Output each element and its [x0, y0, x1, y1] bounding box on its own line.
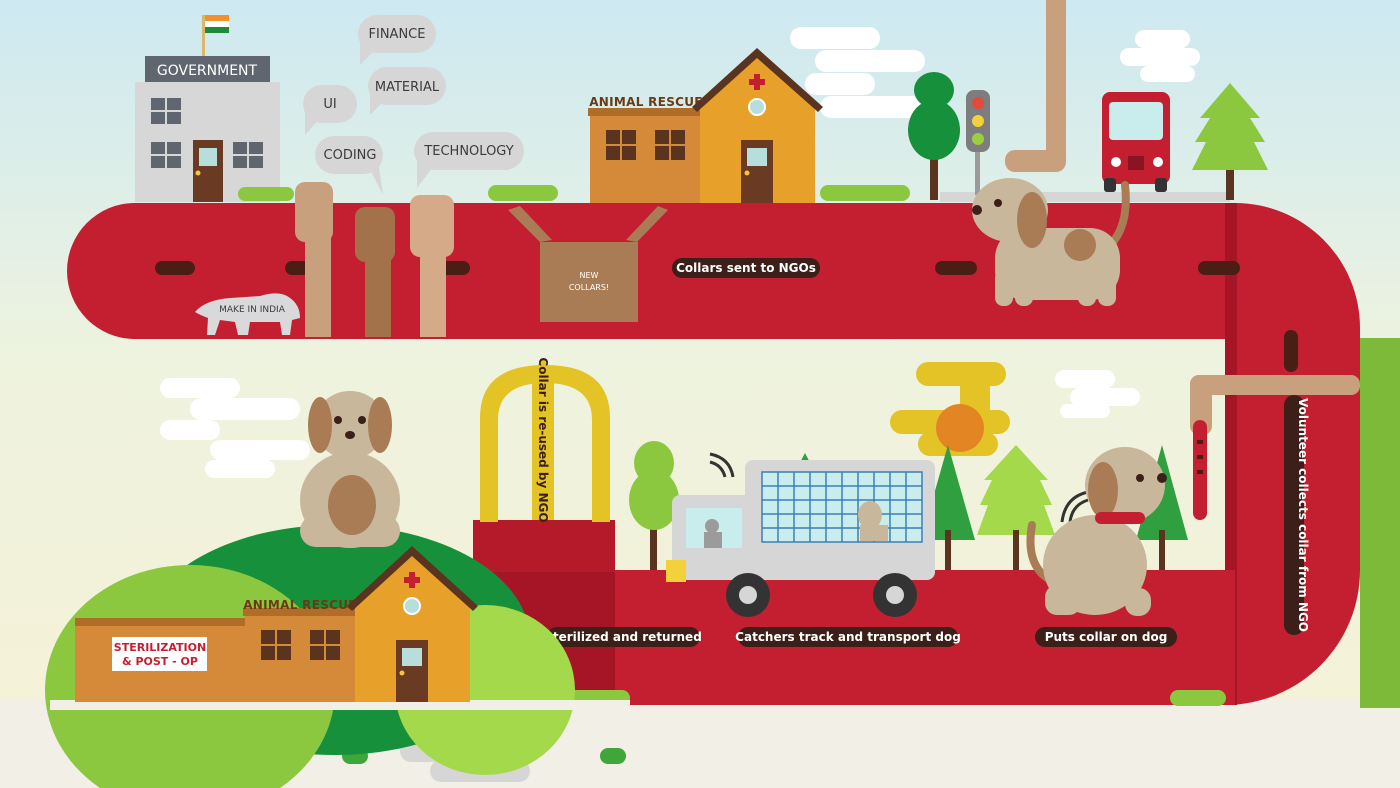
volunteer-arm-icon — [1005, 0, 1066, 172]
van-icon — [666, 460, 935, 617]
collar-box-icon: NEW COLLARS! — [508, 206, 668, 322]
government-building: GOVERNMENT — [135, 15, 280, 202]
animal-rescue-bottom-sign: ANIMAL RESCUE — [243, 598, 357, 612]
svg-text:Puts collar on dog: Puts collar on dog — [1045, 630, 1168, 644]
signal-icon — [709, 452, 1089, 523]
ui-bubble: UI — [323, 97, 336, 112]
step-catchers: Catchers track and transport dog — [735, 627, 961, 647]
finance-bubble: FINANCE — [369, 27, 426, 42]
technology-bubble: TECHNOLOGY — [423, 144, 513, 159]
dog-with-collar-icon — [1026, 447, 1167, 616]
sterilization-sign: STERILIZATION — [114, 641, 206, 654]
step-puts-collar: Puts collar on dog — [1035, 627, 1177, 647]
raised-hands-icon — [295, 182, 454, 337]
svg-text:COLLARS!: COLLARS! — [569, 283, 609, 292]
lion-icon — [195, 293, 300, 335]
svg-text:Catchers track and transport d: Catchers track and transport dog — [735, 630, 961, 644]
tree-icon — [908, 72, 960, 200]
bus-icon — [1102, 92, 1170, 192]
traffic-light-icon — [966, 90, 990, 195]
make-in-india-label: MAKE IN INDIA — [219, 305, 286, 315]
svg-text:NEW: NEW — [580, 271, 599, 280]
collar-reuse-arch: Collar is re-used by NGO — [473, 357, 615, 572]
animal-rescue-top: ANIMAL RESCUE — [588, 48, 823, 203]
svg-text:Volunteer collects collar from: Volunteer collects collar from NGO — [1296, 398, 1310, 632]
svg-text:Collars sent to NGOs: Collars sent to NGOs — [676, 261, 816, 275]
skill-bubbles: FINANCE UI MATERIAL CODING TECHNOLOGY — [303, 15, 524, 195]
coding-bubble: CODING — [324, 148, 377, 163]
sun-icon — [890, 362, 1010, 456]
step-volunteer: Volunteer collects collar from NGO — [1284, 395, 1310, 635]
svg-text:Sterilized and returned: Sterilized and returned — [544, 630, 702, 644]
pine-tree-icon — [1192, 83, 1268, 200]
svg-text:& POST - OP: & POST - OP — [122, 655, 198, 668]
arm-with-collar-icon — [1190, 375, 1360, 520]
sitting-dog-icon — [300, 391, 400, 548]
dog-icon-top — [972, 178, 1130, 306]
material-bubble: MATERIAL — [375, 80, 440, 95]
cloud-icon — [160, 27, 1200, 478]
india-flag-icon — [205, 15, 229, 21]
animal-rescue-bottom: STERILIZATION & POST - OP ANIMAL RESCUE — [75, 546, 478, 702]
step-reused: Collar is re-used by NGO — [536, 357, 550, 522]
animal-rescue-top-sign: ANIMAL RESCUE — [589, 95, 703, 109]
step-collars-sent: Collars sent to NGOs — [672, 258, 820, 278]
sidewalk — [940, 192, 1230, 202]
step-sterilized: Sterilized and returned — [544, 627, 702, 647]
government-sign: GOVERNMENT — [157, 63, 258, 79]
